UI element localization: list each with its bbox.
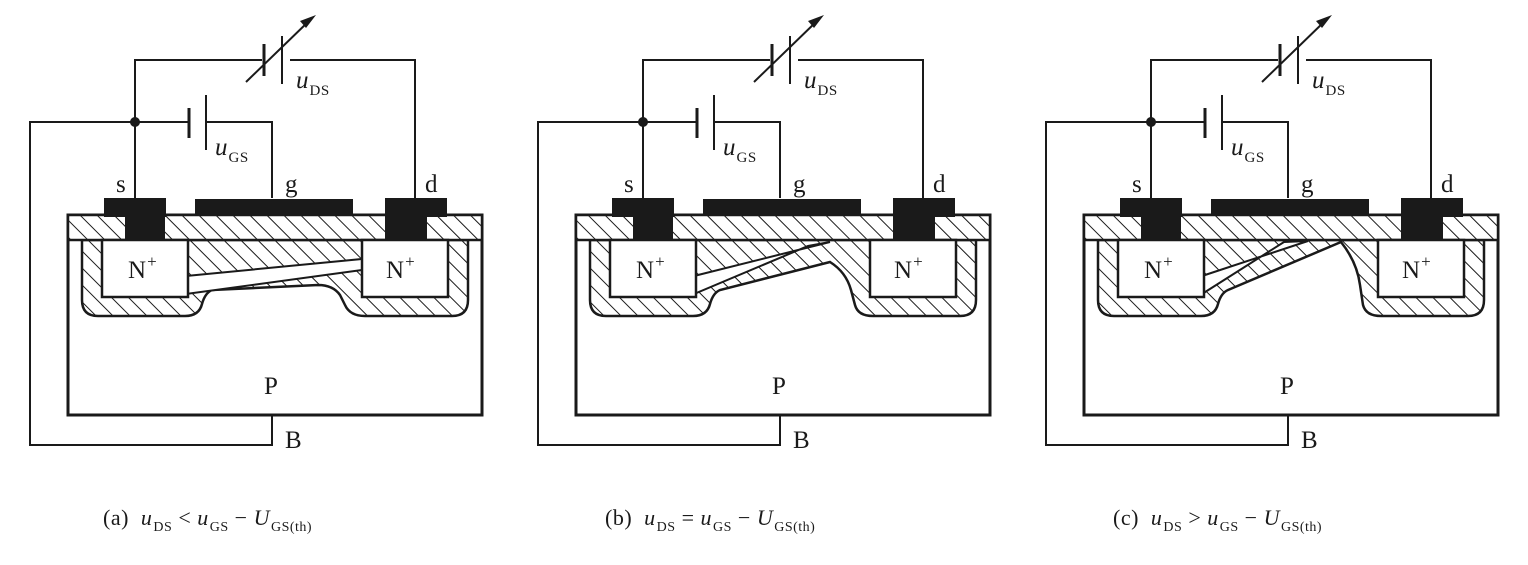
battery-gs-symbol: [1203, 95, 1223, 150]
source-contact: [1120, 198, 1182, 217]
u-gs-label: uGS: [215, 134, 249, 166]
source-contact-stem: [633, 215, 673, 240]
n-plus-left-label: N+: [128, 252, 157, 284]
battery-gs-symbol: [695, 95, 715, 150]
gate-electrode: [195, 199, 353, 215]
battery-ds-symbol: [1261, 15, 1332, 84]
wires: [537, 59, 924, 446]
gate-electrode: [703, 199, 861, 215]
source-contact: [612, 198, 674, 217]
n-plus-right-label: N+: [386, 252, 415, 284]
battery-ds-symbol: [245, 15, 316, 84]
drain-contact-stem: [893, 215, 935, 240]
panel-c: uDS uGS s g d N+ N+ P B (c) uDS>uGS−UGS(…: [1016, 0, 1525, 565]
u-ds-label: uDS: [1312, 67, 1346, 99]
wires: [29, 59, 416, 446]
n-plus-left-region: [100, 238, 190, 299]
body-label: B: [793, 427, 810, 454]
n-plus-right-region: [1376, 238, 1466, 299]
source-junction-dot: [1146, 117, 1156, 127]
panel-b: uDS uGS s g d N+ N+ P B (b) uDS=uGS−UGS(…: [508, 0, 1017, 565]
n-plus-right-region: [360, 238, 450, 299]
n-plus-right-label: N+: [894, 252, 923, 284]
body-label: B: [1301, 427, 1318, 454]
n-plus-left-region: [1116, 238, 1206, 299]
n-plus-right-label: N+: [1402, 252, 1431, 284]
drain-contact: [893, 198, 955, 217]
source-label: s: [624, 171, 634, 198]
drain-label: d: [425, 171, 438, 198]
battery-ds-symbol: [753, 15, 824, 84]
source-label: s: [116, 171, 126, 198]
source-contact-stem: [1141, 215, 1181, 240]
caption-a: (a) uDS<uGS−UGS(th): [103, 505, 313, 535]
gate-label: g: [793, 171, 806, 198]
drain-contact: [1401, 198, 1463, 217]
caption-b: (b) uDS=uGS−UGS(th): [605, 505, 816, 535]
source-contact-stem: [125, 215, 165, 240]
mosfet-diagram-a: [29, 15, 484, 446]
u-ds-label: uDS: [296, 67, 330, 99]
n-plus-left-label: N+: [1144, 252, 1173, 284]
source-junction-dot: [638, 117, 648, 127]
battery-gs-symbol: [187, 95, 207, 150]
gate-label: g: [1301, 171, 1314, 198]
panel-a: uDS uGS s g d N+ N+ P B (a) uDS<uGS−UGS(…: [0, 0, 509, 565]
substrate-label: P: [1280, 373, 1294, 400]
drain-contact: [385, 198, 447, 217]
n-plus-left-region: [608, 238, 698, 299]
drain-label: d: [1441, 171, 1454, 198]
gate-label: g: [285, 171, 298, 198]
drain-contact-stem: [1401, 215, 1443, 240]
mosfet-diagram-c: [1045, 15, 1500, 446]
gate-electrode: [1211, 199, 1369, 215]
source-contact: [104, 198, 166, 217]
mosfet-diagram-b: [537, 15, 992, 446]
caption-c: (c) uDS>uGS−UGS(th): [1113, 505, 1323, 535]
body-label: B: [285, 427, 302, 454]
substrate-label: P: [772, 373, 786, 400]
source-label: s: [1132, 171, 1142, 198]
u-gs-label: uGS: [1231, 134, 1265, 166]
u-gs-label: uGS: [723, 134, 757, 166]
n-plus-left-label: N+: [636, 252, 665, 284]
drain-label: d: [933, 171, 946, 198]
drain-contact-stem: [385, 215, 427, 240]
substrate-label: P: [264, 373, 278, 400]
wires: [1045, 59, 1432, 446]
source-junction-dot: [130, 117, 140, 127]
u-ds-label: uDS: [804, 67, 838, 99]
